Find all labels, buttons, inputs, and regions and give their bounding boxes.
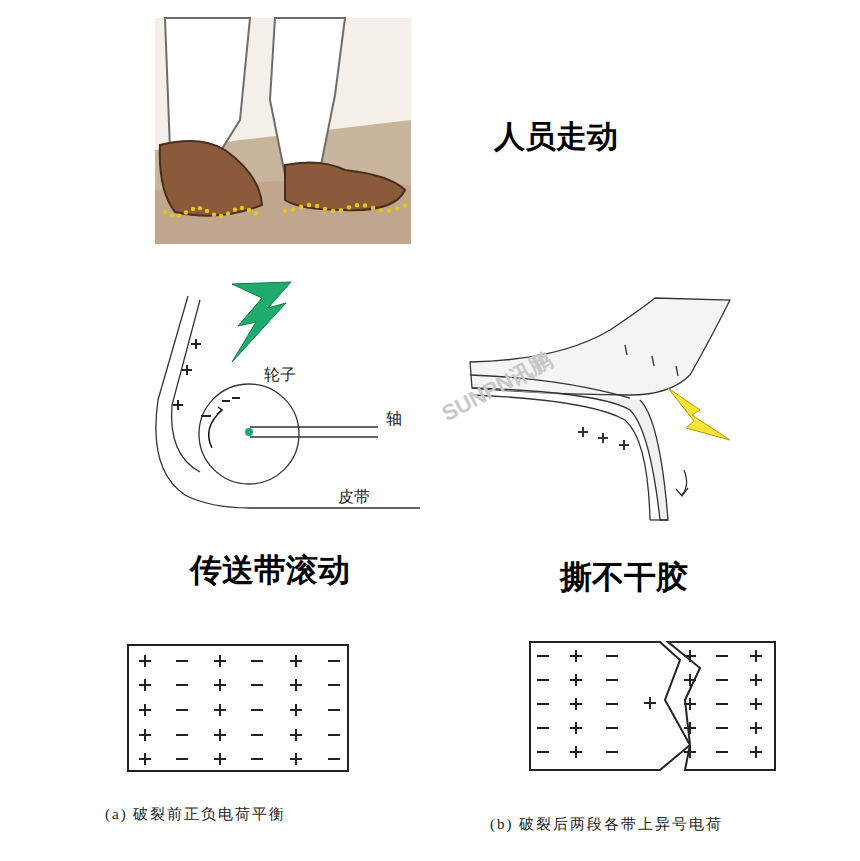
- tape-drawing: [470, 298, 730, 520]
- part-name: 轴: [386, 410, 402, 428]
- section-title: 传送带滚动: [190, 553, 350, 588]
- section-title: 人员走动: [494, 120, 618, 154]
- figure-caption: (a) 破裂前正负电荷平衡: [105, 806, 286, 823]
- part-name: 轮子: [264, 366, 296, 384]
- walking-picture: [155, 18, 411, 244]
- charge-blocks: [128, 642, 775, 771]
- part-name: 皮带: [338, 488, 370, 506]
- section-title: 撕不干胶: [560, 560, 688, 595]
- conveyor-drawing: [156, 282, 420, 510]
- figure-caption: (b) 破裂后两段各带上异号电荷: [490, 816, 723, 833]
